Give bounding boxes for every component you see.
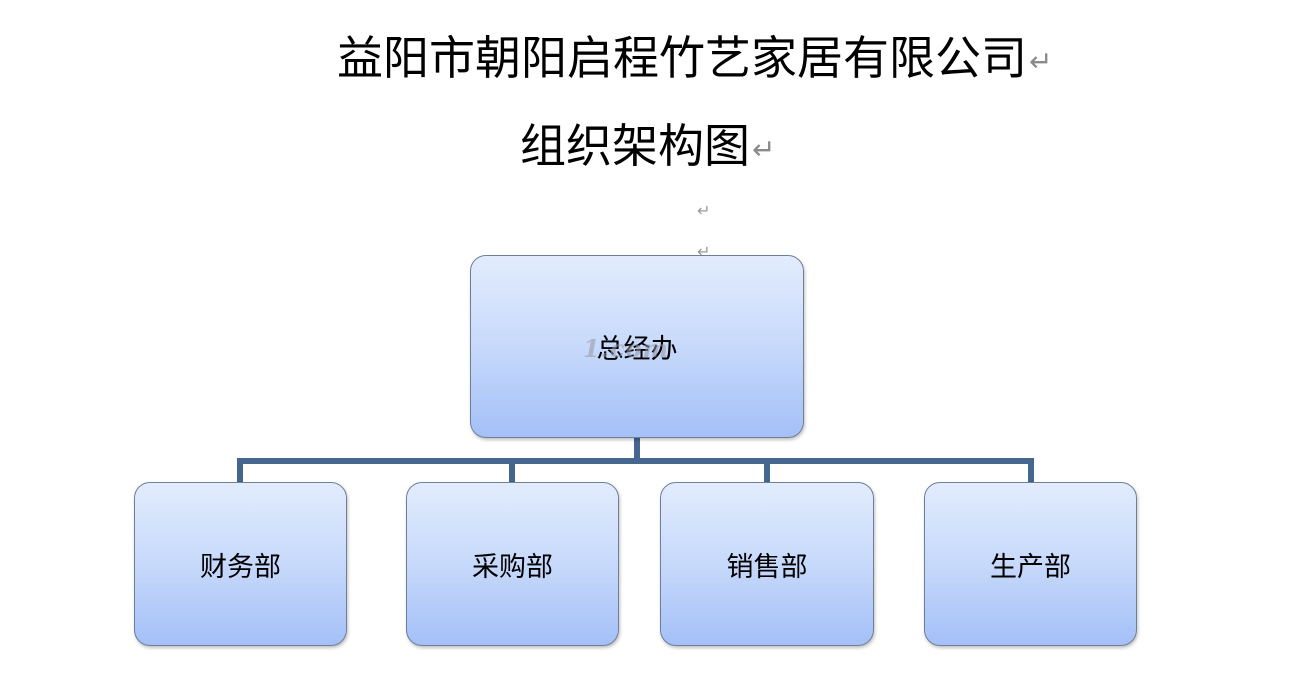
paragraph-mark-icon: ↵ xyxy=(697,201,711,220)
org-node-purchasing[interactable]: 采购部 xyxy=(406,482,619,646)
watermark: 1.com xyxy=(583,334,670,363)
org-node-label: 采购部 xyxy=(472,551,553,583)
org-node-label: 总经办 xyxy=(596,334,678,365)
company-title: 益阳市朝阳启程竹艺家居有限公司↵ xyxy=(337,30,1052,90)
org-node-production[interactable]: 生产部 xyxy=(924,482,1137,646)
org-node-sales[interactable]: 销售部 xyxy=(660,482,874,646)
company-title-text: 益阳市朝阳启程竹艺家居有限公司 xyxy=(337,31,1027,85)
chart-title-text: 组织架构图 xyxy=(520,119,750,173)
paragraph-mark-icon: ↵ xyxy=(1029,44,1053,78)
chart-title: 组织架构图↵ xyxy=(520,118,775,178)
org-node-general-office[interactable]: 总经办 xyxy=(470,255,804,438)
org-node-label: 生产部 xyxy=(990,551,1071,583)
org-node-finance[interactable]: 财务部 xyxy=(134,482,347,646)
org-node-label: 销售部 xyxy=(726,551,808,583)
paragraph-mark-icon: ↵ xyxy=(752,132,776,166)
org-node-label: 财务部 xyxy=(200,551,281,583)
